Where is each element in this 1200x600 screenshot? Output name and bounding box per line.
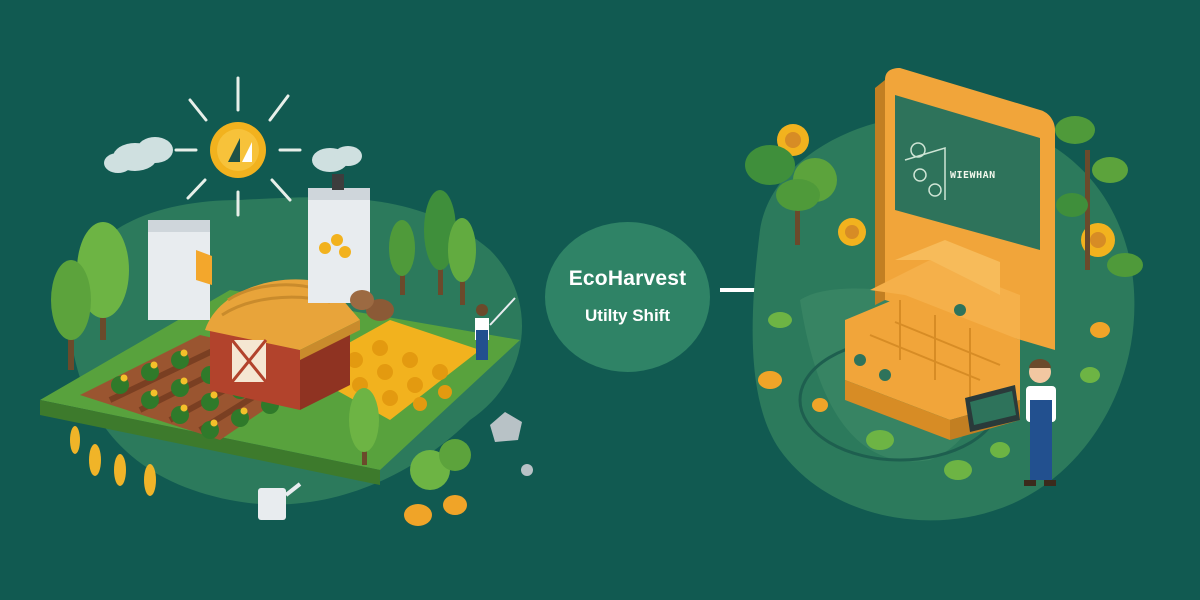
digital-utility-scene (745, 68, 1143, 521)
silo-right (308, 174, 370, 303)
farmer-icon (965, 359, 1056, 486)
cloud-icon (104, 137, 173, 173)
badge-title: EcoHarvest (568, 267, 687, 290)
device-screen-heading: WIEWHAN (950, 170, 996, 181)
seedlings (758, 312, 1110, 480)
tree-icon (745, 116, 1143, 277)
farmer-icon (475, 297, 516, 360)
watering-can-icon (258, 482, 302, 520)
traditional-farm-scene (40, 76, 533, 526)
badge-subtitle: Utilty Shift (585, 306, 670, 325)
silo-left (148, 220, 212, 320)
stacked-boxes (845, 240, 1020, 440)
title-badge: EcoHarvest Utilty Shift (545, 222, 710, 372)
tree-icon (51, 190, 476, 465)
device-screen (895, 95, 1040, 250)
smoke-cloud-icon (312, 146, 362, 172)
sun-icon (174, 76, 302, 217)
wheat-stalks (70, 426, 156, 496)
vegetables (350, 290, 533, 526)
corn-rows (111, 349, 279, 439)
